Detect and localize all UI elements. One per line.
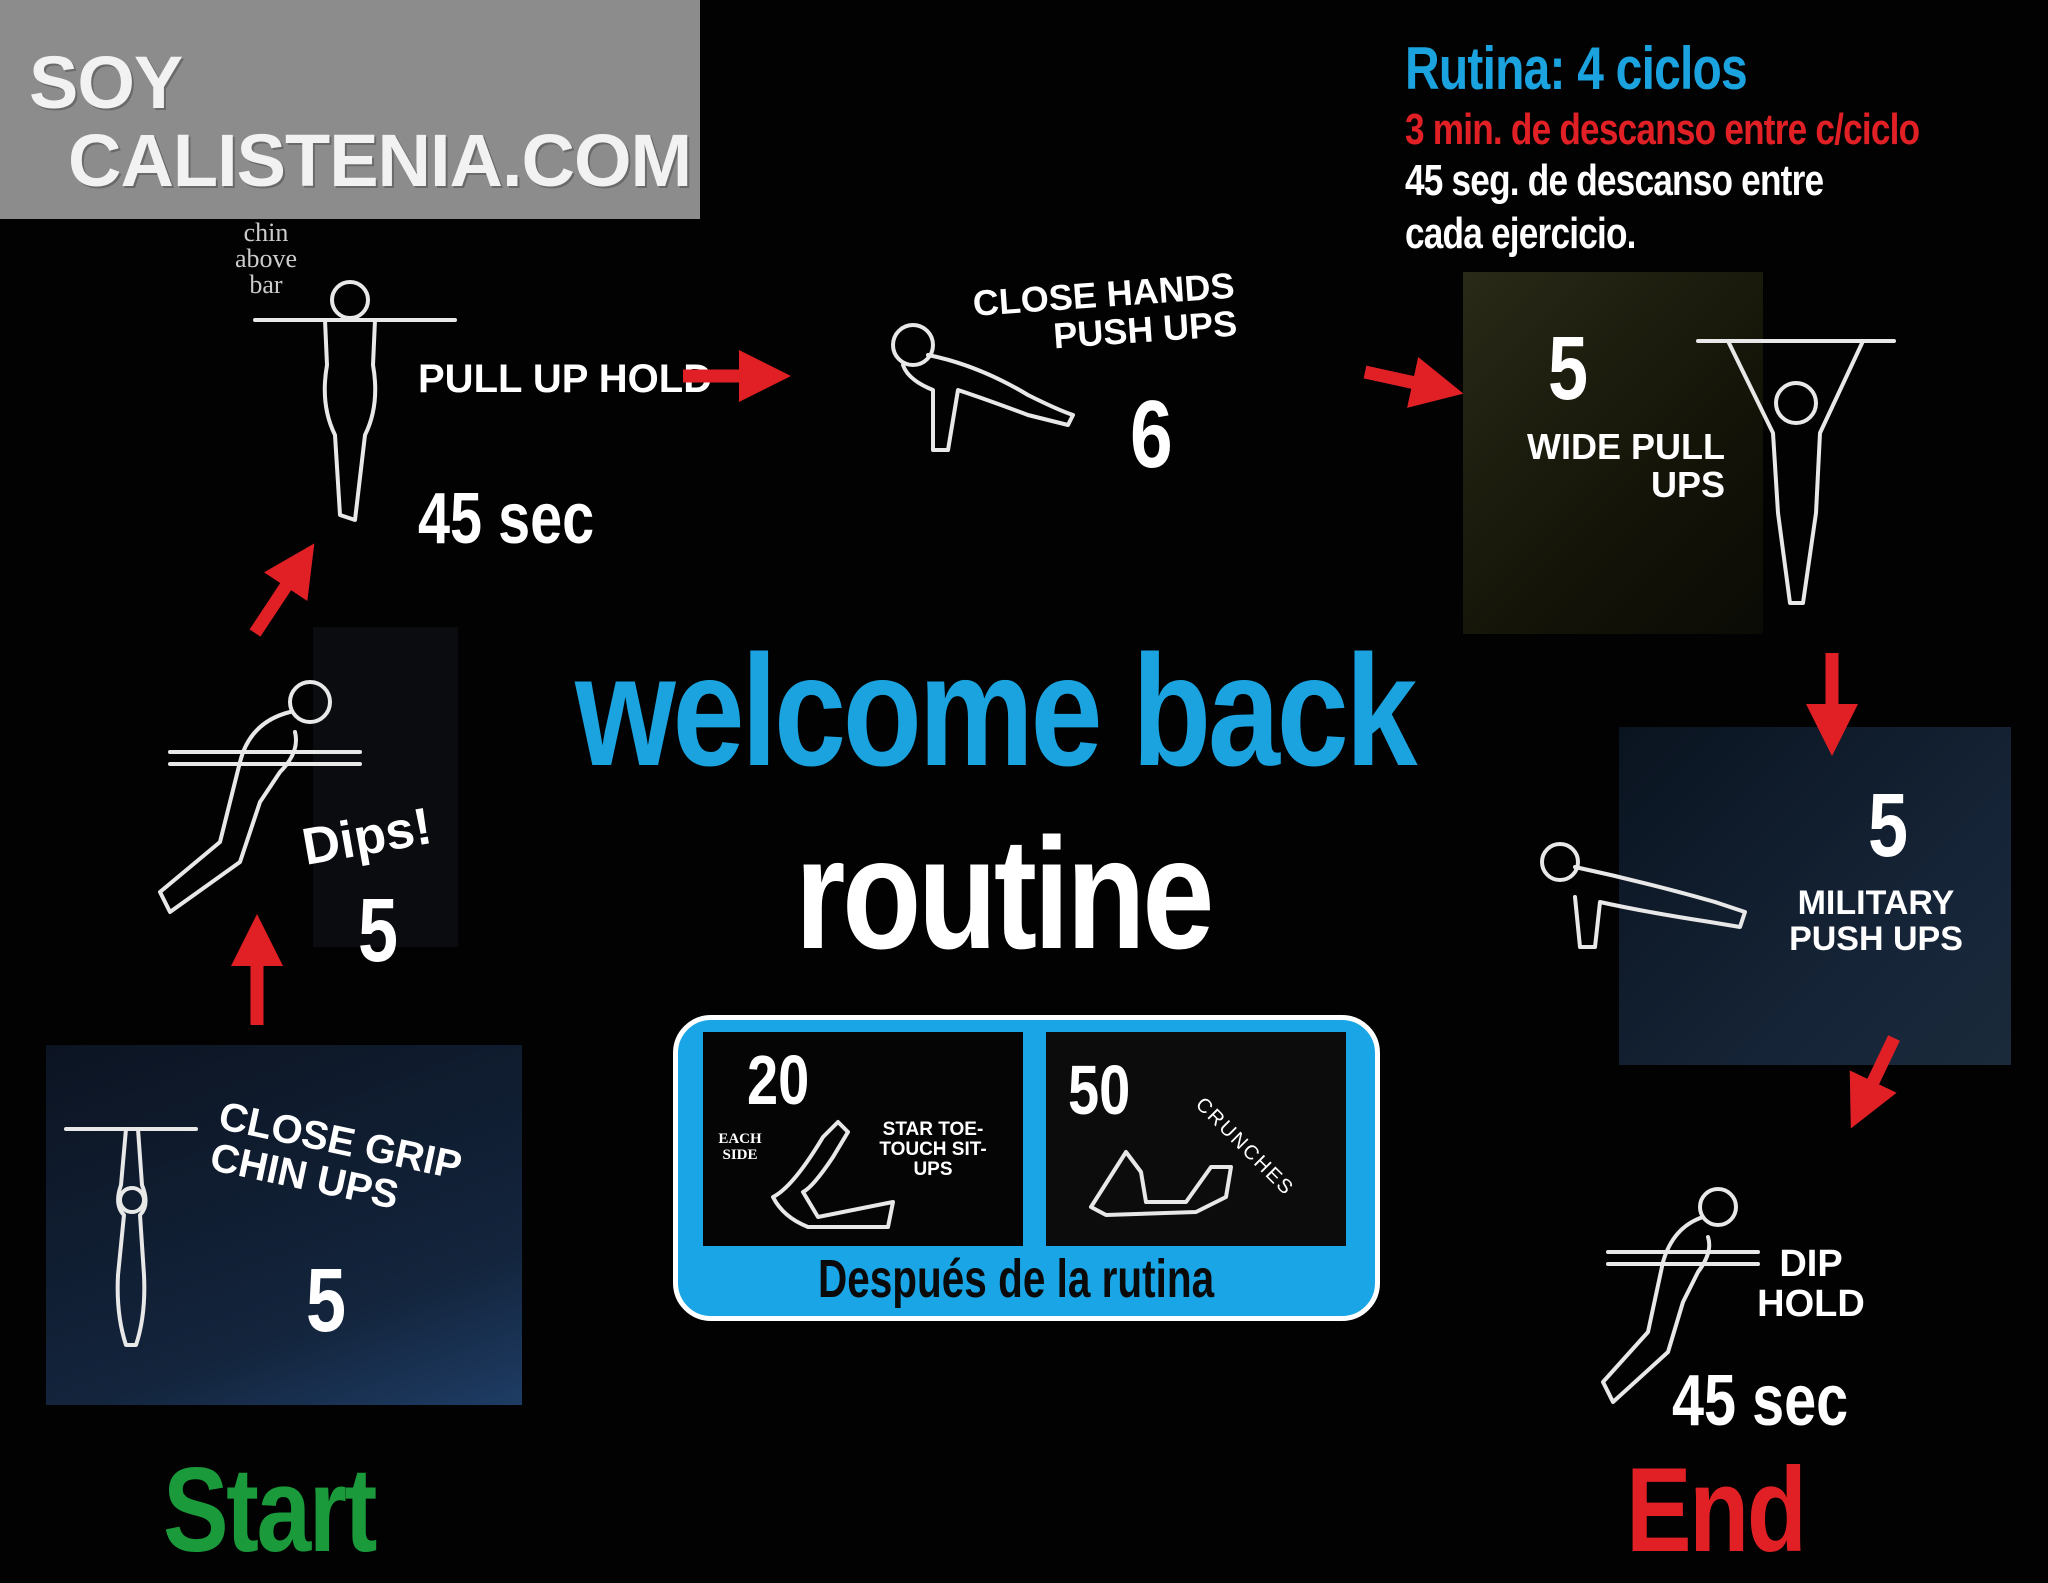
dip-hold-figure-icon <box>1601 1187 1760 1404</box>
end-label: End <box>1626 1443 1807 1577</box>
after-routine-caption: Después de la rutina <box>818 1249 1215 1309</box>
military-push-ups-panel <box>1619 727 2011 1065</box>
crunches-amount: 50 <box>1068 1051 1131 1129</box>
logo: SOY CALISTENIA.COM <box>0 0 700 219</box>
toe-touch-figure-icon <box>771 1120 895 1229</box>
military-push-up-figure-icon <box>1540 842 1747 949</box>
after-routine-box: 20 EACH SIDE STAR TOE-TOUCH SIT-UPS 50 C… <box>673 1015 1380 1321</box>
crunches-card: 50 CRUNCHES <box>1046 1032 1346 1246</box>
pull-up-hold-label: PULL UP HOLD <box>418 357 713 401</box>
chin-up-figure-icon <box>64 1127 198 1347</box>
wide-pull-ups-panel <box>1463 272 1763 634</box>
wide-pull-ups-amount: 5 <box>1548 319 1589 419</box>
star-toe-touch-card: 20 EACH SIDE STAR TOE-TOUCH SIT-UPS <box>703 1032 1023 1246</box>
routine-info: Rutina: 4 ciclos 3 min. de descanso entr… <box>1405 34 2048 261</box>
dips-panel-bg <box>313 627 458 947</box>
logo-line1: SOY <box>29 41 183 124</box>
dip-hold-amount: 45 sec <box>1672 1361 1849 1441</box>
military-push-ups-label: MILITARY PUSH UPS <box>1789 884 1963 958</box>
arrow-down-2 <box>1849 1035 1900 1129</box>
headline-line2: routine <box>795 806 1214 982</box>
dip-hold-label: DIP HOLD <box>1757 1243 1865 1325</box>
wide-pull-ups-label: WIDE PULL UPS <box>1527 426 1725 505</box>
military-push-ups-amount: 5 <box>1868 776 1909 876</box>
crunch-figure-icon <box>1089 1150 1233 1217</box>
headline-line1: welcome back <box>575 623 1418 799</box>
dips-amount: 5 <box>358 881 399 981</box>
toe-touch-amount: 20 <box>747 1041 810 1119</box>
exercise-close-grip-chin-ups: CLOSE GRIP CHIN UPS 5 <box>46 1045 522 1405</box>
each-side-note: EACH SIDE <box>718 1131 762 1163</box>
logo-line2: CALISTENIA.COM <box>68 119 692 202</box>
arrow-right-2 <box>1363 357 1464 408</box>
pull-up-hold-amount: 45 sec <box>418 479 595 559</box>
wide-pull-up-figure-icon <box>1696 339 1896 605</box>
push-up-figure-icon <box>891 323 1075 452</box>
pull-up-note: chin above bar <box>234 218 298 299</box>
close-hands-push-ups-amount: 6 <box>1130 381 1173 488</box>
dips-figure-icon <box>158 680 362 914</box>
cycles-title: Rutina: 4 ciclos <box>1405 35 1748 102</box>
toe-touch-label: STAR TOE-TOUCH SIT-UPS <box>879 1119 987 1180</box>
arrow-up-2 <box>249 543 315 637</box>
pull-up-hold-figure-icon <box>253 280 457 522</box>
exercise-rest: 45 seg. de descanso entre cada ejercicio… <box>1405 156 1824 258</box>
cycle-rest: 3 min. de descanso entre c/ciclo <box>1405 105 1920 154</box>
exercise-amount: 5 <box>306 1251 347 1351</box>
start-label: Start <box>163 1443 377 1577</box>
